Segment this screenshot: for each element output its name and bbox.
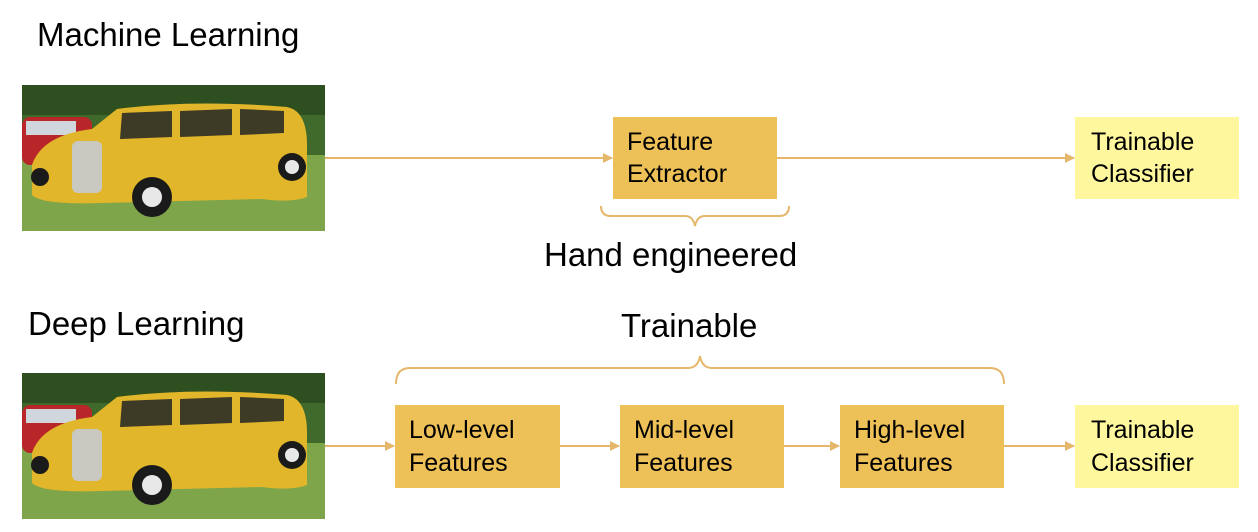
high-level-features-box: High-level Features xyxy=(840,405,1004,488)
ml-trainable-classifier-box: Trainable Classifier xyxy=(1075,117,1239,199)
machine-learning-heading: Machine Learning xyxy=(37,16,300,53)
high-level-line2: Features xyxy=(854,448,953,477)
dl-classifier-line1: Trainable xyxy=(1091,416,1195,444)
ml-classifier-line2: Classifier xyxy=(1091,160,1194,188)
ml-car-photo xyxy=(22,85,325,231)
low-level-features-box: Low-level Features xyxy=(395,405,560,488)
trainable-bracket xyxy=(395,355,1005,385)
ml-classifier-line1: Trainable xyxy=(1091,127,1195,156)
mid-level-line1: Mid-level xyxy=(634,416,735,444)
low-level-line2: Features xyxy=(409,448,508,477)
feature-extractor-line1: Feature xyxy=(627,127,714,156)
feature-extractor-box: Feature Extractor xyxy=(613,117,777,199)
dl-trainable-classifier-box: Trainable Classifier xyxy=(1075,405,1239,488)
hand-engineered-label: Hand engineered xyxy=(544,236,798,273)
deep-learning-heading: Deep Learning xyxy=(28,305,245,342)
low-level-line1: Low-level xyxy=(409,416,515,444)
feature-extractor-line2: Extractor xyxy=(627,160,728,188)
mid-level-features-box: Mid-level Features xyxy=(620,405,784,488)
hand-engineered-bracket xyxy=(600,205,790,227)
mid-level-line2: Features xyxy=(634,448,733,477)
dl-classifier-line2: Classifier xyxy=(1091,448,1194,477)
high-level-line1: High-level xyxy=(854,416,966,444)
dl-car-photo xyxy=(22,373,325,519)
trainable-label: Trainable xyxy=(621,307,758,344)
